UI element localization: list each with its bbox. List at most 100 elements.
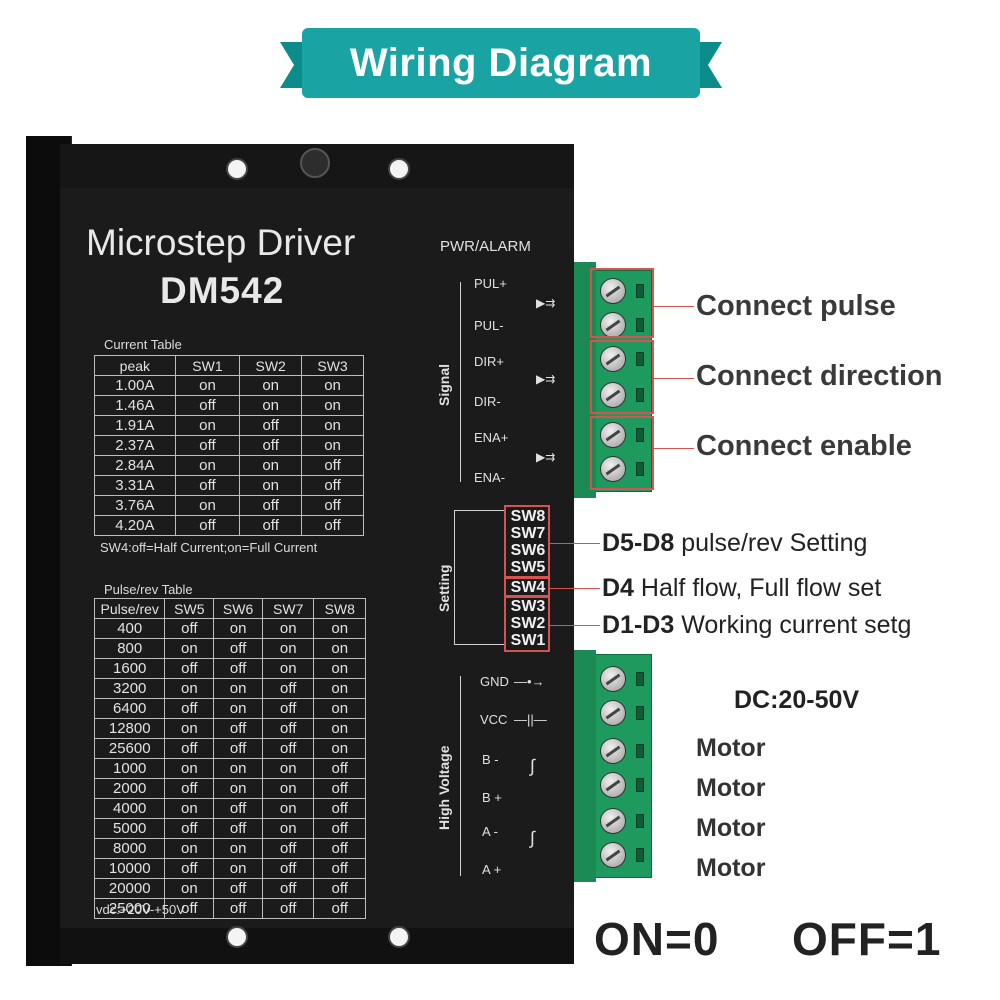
high-voltage-group-label: High Voltage — [436, 745, 452, 830]
callout-line-d58 — [550, 543, 600, 544]
table-cell: on — [213, 858, 263, 879]
pin-pul-plus: PUL+ — [474, 276, 507, 291]
table-cell: on — [239, 455, 303, 476]
table-cell: on — [239, 375, 303, 396]
table-cell: 1.00A — [94, 375, 176, 396]
pin-ena-minus: ENA- — [474, 470, 506, 485]
pin-a-minus: A - — [482, 824, 498, 839]
table-cell: off — [213, 818, 263, 839]
table-cell: on — [313, 738, 366, 759]
table-cell: 3.31A — [94, 475, 176, 496]
table-cell: on — [164, 758, 215, 779]
table-cell: 8000 — [93, 838, 166, 859]
table-cell: off — [213, 658, 263, 679]
table-cell: 4.20A — [94, 515, 176, 536]
current-table-header-cell: SW2 — [239, 355, 303, 376]
table-cell: 1000 — [93, 758, 166, 779]
terminal-screw-icon — [600, 278, 626, 304]
callout-d4: D4 Half flow, Full flow set — [602, 574, 881, 603]
pin-ena-plus: ENA+ — [474, 430, 509, 445]
terminal-slot — [636, 778, 644, 792]
pin-dir-minus: DIR- — [474, 394, 501, 409]
mount-hole-top-left — [226, 158, 248, 180]
table-cell: 4000 — [93, 798, 166, 819]
table-cell: on — [261, 638, 315, 659]
table-cell: 400 — [93, 618, 166, 639]
terminal-slot — [636, 352, 644, 366]
terminal-screw-icon — [600, 738, 626, 764]
table-cell: on — [164, 838, 215, 859]
table-cell: off — [313, 798, 366, 819]
switch-sw8: SW8 — [510, 508, 546, 525]
table-cell: off — [213, 798, 263, 819]
table-cell: 20000 — [93, 878, 166, 899]
table-cell: off — [313, 758, 366, 779]
table-cell: on — [313, 618, 366, 639]
table-cell: off — [239, 435, 303, 456]
current-table-header-cell: SW1 — [174, 355, 241, 376]
table-cell: on — [213, 618, 263, 639]
terminal-screw-icon — [600, 700, 626, 726]
highlight-sw4 — [504, 577, 550, 597]
driver-bottom-edge — [60, 928, 574, 964]
callout-d1-d3: D1-D3 Working current setg — [602, 611, 911, 640]
table-cell: off — [313, 818, 366, 839]
table-cell: on — [164, 718, 215, 739]
table-cell: off — [164, 618, 215, 639]
table-cell: off — [174, 475, 241, 496]
callout-d4-text: Half flow, Full flow set — [633, 574, 882, 602]
table-cell: off — [213, 718, 263, 739]
table-cell: off — [164, 658, 215, 679]
table-cell: 12800 — [93, 718, 166, 739]
terminal-screw-icon — [600, 666, 626, 692]
setting-bracket — [454, 510, 455, 644]
callout-enable: Connect enable — [696, 430, 912, 462]
coil-icon: ∫ — [530, 756, 535, 776]
pulse-table-caption: Pulse/rev Table — [104, 582, 193, 597]
table-cell: on — [261, 818, 315, 839]
table-cell: on — [239, 395, 303, 416]
screw-icon — [300, 148, 330, 178]
table-cell: 25000 — [93, 898, 166, 919]
table-cell: off — [174, 435, 241, 456]
ground-arrow-icon: —•→ — [514, 674, 545, 689]
table-cell: on — [213, 758, 263, 779]
driver-title: Microstep Driver — [86, 222, 356, 263]
table-cell: off — [261, 858, 315, 879]
table-cell: on — [313, 658, 366, 679]
table-cell: off — [313, 778, 366, 799]
setting-group-label: Setting — [436, 564, 452, 612]
terminal-slot — [636, 672, 644, 686]
table-cell: on — [313, 698, 366, 719]
power-terminal-base — [574, 650, 596, 882]
table-cell: on — [313, 718, 366, 739]
table-cell: off — [261, 838, 315, 859]
table-cell: off — [164, 698, 215, 719]
terminal-screw-icon — [600, 808, 626, 834]
table-cell: on — [213, 778, 263, 799]
table-cell: 1.91A — [94, 415, 176, 436]
table-cell: off — [313, 898, 366, 919]
pin-a-plus: A + — [482, 862, 502, 877]
table-cell: off — [213, 898, 263, 919]
optocoupler-icon: ▶⇉ — [536, 372, 556, 386]
table-cell: off — [239, 515, 303, 536]
mount-hole-bottom-left — [226, 926, 248, 948]
table-cell: off — [164, 898, 215, 919]
table-cell: 1600 — [93, 658, 166, 679]
pulse-table-header-cell: SW5 — [164, 598, 215, 619]
table-cell: on — [164, 678, 215, 699]
terminal-slot — [636, 462, 644, 476]
table-cell: off — [301, 495, 364, 516]
table-cell: on — [301, 415, 364, 436]
title-banner: Wiring Diagram — [280, 28, 722, 98]
